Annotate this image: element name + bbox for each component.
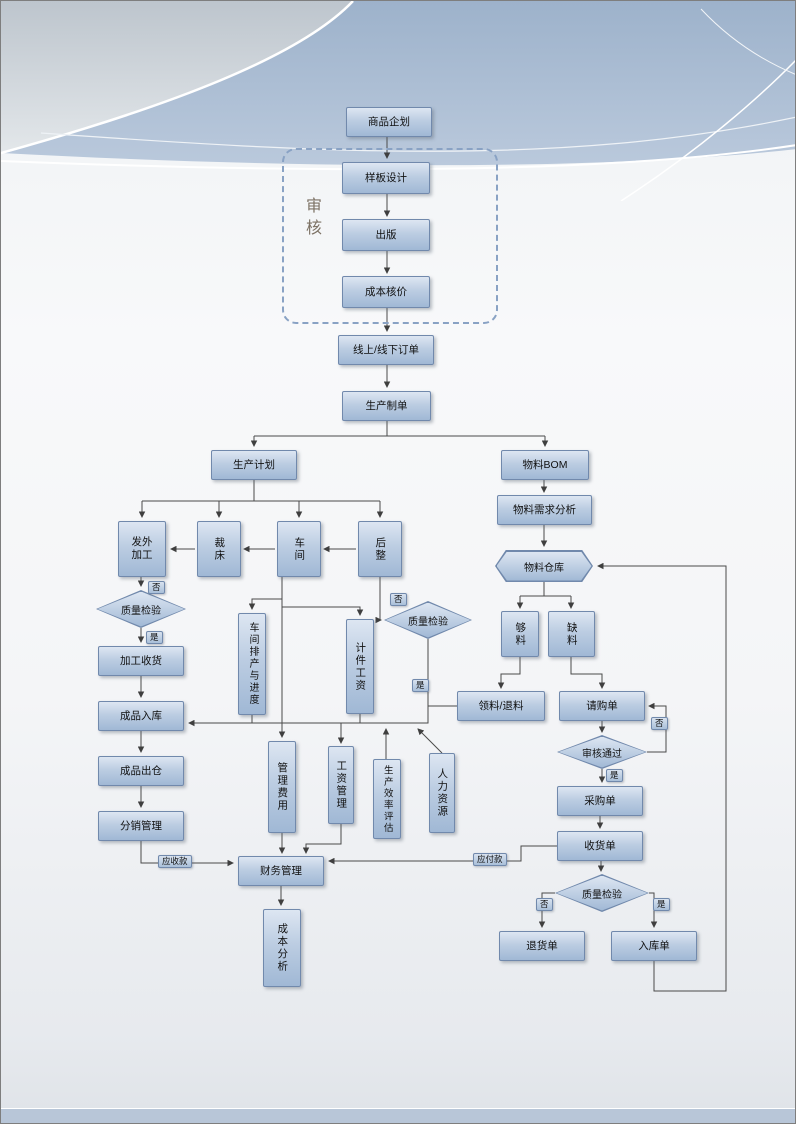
badge-yes-qc-purchase: 是 xyxy=(653,898,670,912)
node-sample-design: 样板设计 xyxy=(342,162,430,194)
node-material-warehouse-label: 物料仓库 xyxy=(524,562,564,574)
node-material-bom: 物料BOM xyxy=(501,450,589,480)
node-online-offline-order: 线上/线下订单 xyxy=(338,335,434,365)
badge-no-audit-approval: 否 xyxy=(651,717,668,731)
node-material-pick-return: 领料/退料 xyxy=(457,691,545,721)
badge-no-qc-production: 否 xyxy=(390,593,407,607)
node-purchase-order: 采购单 xyxy=(557,786,643,816)
node-finished-goods-inbound: 成品入库 xyxy=(98,701,184,731)
header-decoration xyxy=(1,1,795,201)
node-material-warehouse: 物料仓库 xyxy=(495,550,593,582)
node-publish: 出版 xyxy=(342,219,430,251)
node-material-requirement-analysis: 物料需求分析 xyxy=(497,495,592,525)
node-inbound-note: 入库单 xyxy=(611,931,697,961)
node-return-note: 退货单 xyxy=(499,931,585,961)
badge-receivable: 应收款 xyxy=(158,855,192,869)
node-qc-purchase: 质量检验 xyxy=(555,874,649,912)
node-workshop: 车间 xyxy=(277,521,321,577)
node-distribution-mgmt: 分销管理 xyxy=(98,811,184,841)
node-audit-approval-label: 审核通过 xyxy=(582,748,622,760)
node-qc-outsource-label: 质量检验 xyxy=(121,605,161,617)
node-cutting-bed: 裁床 xyxy=(197,521,241,577)
node-product-planning: 商品企划 xyxy=(346,107,432,137)
badge-payable: 应付款 xyxy=(473,853,507,867)
node-finishing: 后整 xyxy=(358,521,402,577)
node-audit-approval: 审核通过 xyxy=(557,735,647,769)
badge-yes-qc-production: 是 xyxy=(412,679,429,693)
node-material-sufficient: 够料 xyxy=(501,611,539,657)
node-qc-purchase-label: 质量检验 xyxy=(582,889,622,901)
node-wage-mgmt: 工资管理 xyxy=(328,746,354,824)
node-qc-production: 质量检验 xyxy=(384,601,472,639)
footer-strip xyxy=(1,1108,795,1123)
node-production-order: 生产制单 xyxy=(342,391,431,421)
node-receiving-note: 收货单 xyxy=(557,831,643,861)
node-purchase-requisition: 请购单 xyxy=(559,691,645,721)
node-cost-pricing: 成本核价 xyxy=(342,276,430,308)
node-qc-production-label: 质量检验 xyxy=(408,616,448,628)
audit-dashed-group xyxy=(282,148,498,324)
node-finished-goods-outbound: 成品出仓 xyxy=(98,756,184,786)
audit-label: 审核 xyxy=(303,197,320,241)
badge-no-qc-purchase: 否 xyxy=(536,898,553,912)
node-outsourced-processing: 发外加工 xyxy=(118,521,166,577)
node-production-plan: 生产计划 xyxy=(211,450,297,480)
badge-yes-audit-approval: 是 xyxy=(606,769,623,783)
node-human-resources: 人力资源 xyxy=(429,753,455,833)
node-qc-outsource: 质量检验 xyxy=(96,590,186,628)
badge-yes-qc-outsource: 是 xyxy=(146,631,163,645)
hexagon-shape xyxy=(495,550,593,582)
badge-no-qc-outsource: 否 xyxy=(148,581,165,595)
node-material-shortage: 缺料 xyxy=(548,611,595,657)
node-efficiency-evaluation: 生产效率评估 xyxy=(373,759,401,839)
node-workshop-scheduling: 车间排产与进度 xyxy=(238,613,266,715)
node-finance-mgmt: 财务管理 xyxy=(238,856,324,886)
node-processing-receipt: 加工收货 xyxy=(98,646,184,676)
node-cost-analysis: 成本分析 xyxy=(263,909,301,987)
node-management-expense: 管理费用 xyxy=(268,741,296,833)
node-piece-rate-wage: 计件工资 xyxy=(346,619,374,714)
